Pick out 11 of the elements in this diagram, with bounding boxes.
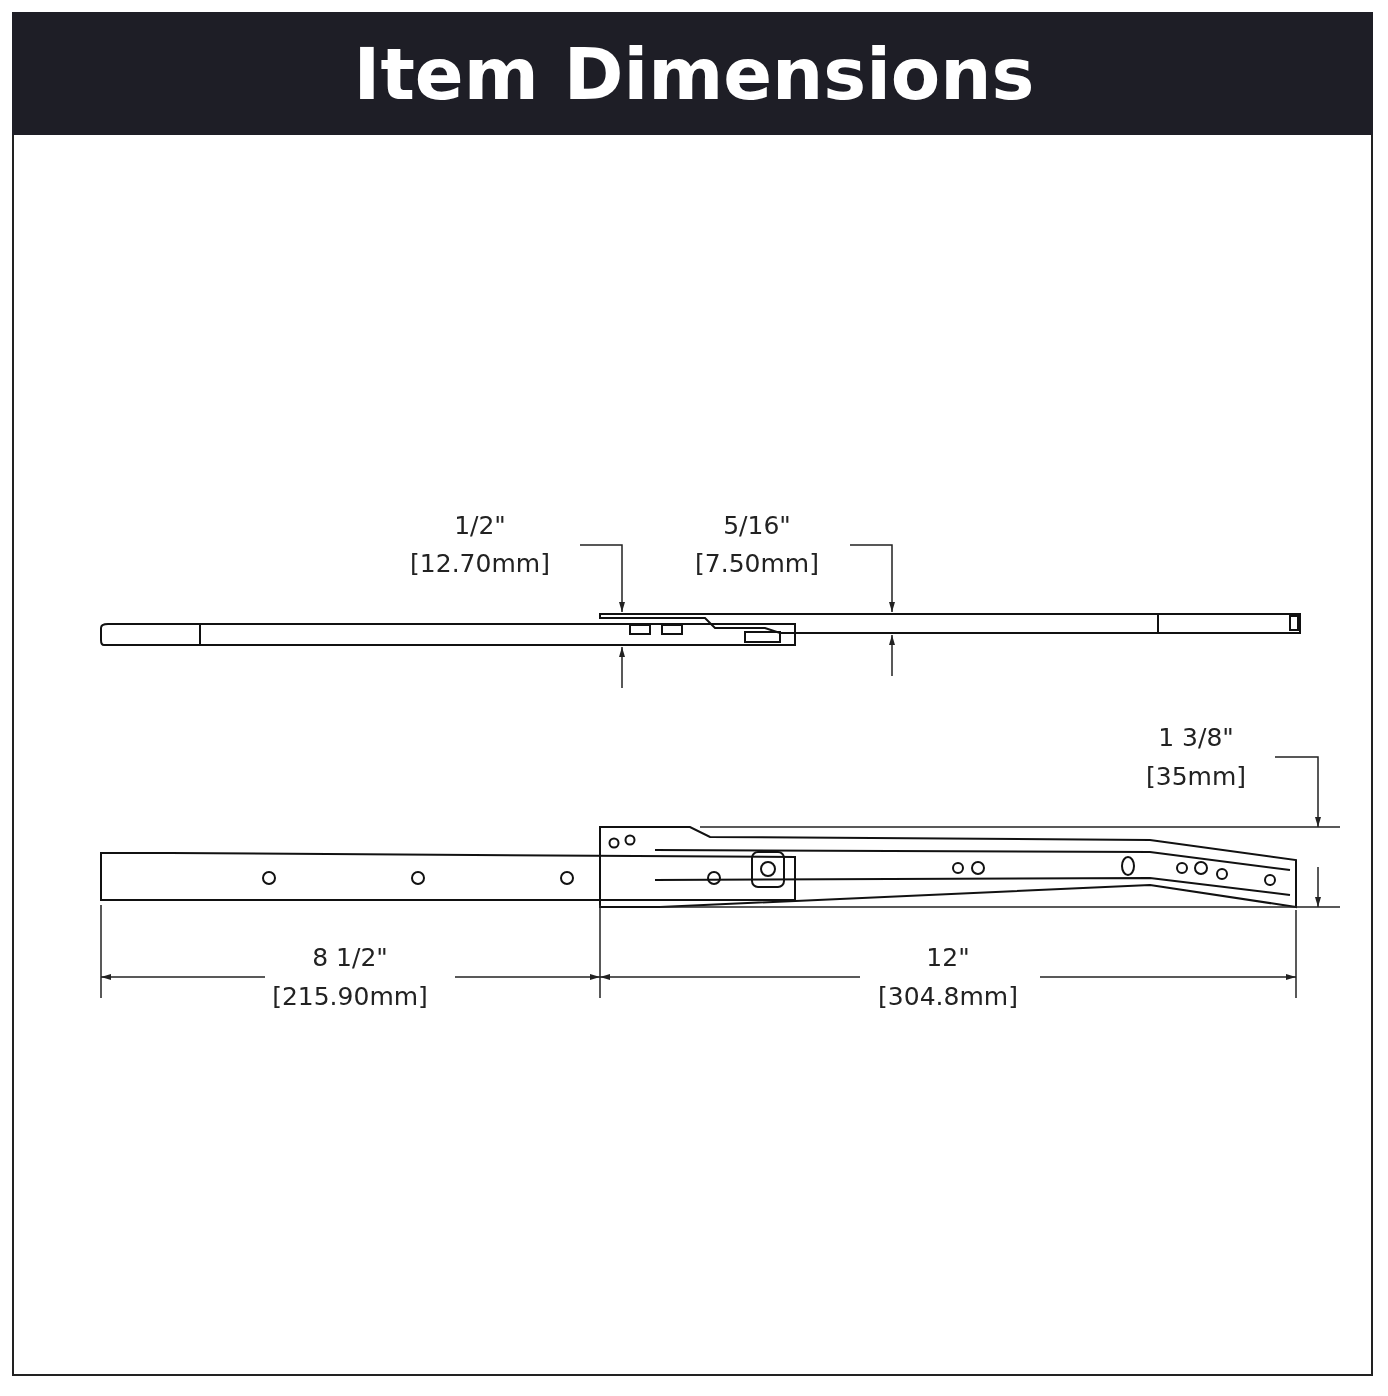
dimension-text: [215.90mm] <box>272 983 428 1009</box>
dimension-text: 5/16" <box>723 512 791 538</box>
dimension-text: 8 1/2" <box>312 944 388 970</box>
title: Item Dimensions <box>353 31 1035 116</box>
dimension-text: 1 3/8" <box>1158 724 1234 750</box>
dimension-text: [35mm] <box>1146 763 1246 789</box>
dimension-text: 12" <box>926 944 970 970</box>
dimension-text: [304.8mm] <box>878 983 1018 1009</box>
dimension-text: [12.70mm] <box>410 550 550 576</box>
dimension-text: [7.50mm] <box>695 550 819 576</box>
dimension-text: 1/2" <box>454 512 506 538</box>
